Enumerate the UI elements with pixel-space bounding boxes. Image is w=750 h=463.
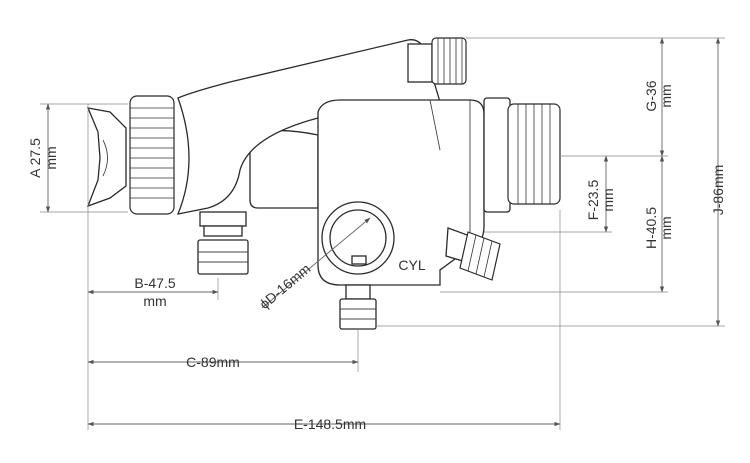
bore-inner [329, 209, 387, 267]
label-a: A 27.5 [27, 138, 43, 178]
air-cap-tip [102, 139, 108, 177]
block-edge-line [429, 99, 441, 151]
fluid-inlet-fitting [197, 211, 249, 275]
fluid-inlet-hex [197, 239, 249, 275]
top-knob-grip [431, 37, 467, 85]
label-b: B-47.5 [134, 275, 175, 291]
label-d: ϕD-16mm [256, 260, 313, 312]
retaining-ring [129, 95, 175, 215]
dimension-lines [45, 37, 721, 427]
fluid-inlet-collar [203, 225, 243, 237]
top-adjust-knob [407, 37, 467, 85]
top-knob-base [407, 43, 433, 83]
bore-key [351, 255, 367, 265]
rear-knob-hub [483, 97, 511, 213]
label-j: J-86mm [710, 165, 726, 216]
retaining-ring-knurl [130, 107, 174, 199]
extension-lines [40, 37, 725, 430]
label-b-unit: mm [143, 293, 166, 309]
label-c: C-89mm [186, 354, 240, 370]
bottom-fitting-neck [345, 284, 371, 300]
air-cap-horns [86, 107, 127, 208]
rear-adjust-knob [483, 97, 561, 213]
nozzle-assembly [86, 95, 175, 215]
label-cyl: CYL [398, 257, 425, 273]
label-f: F-23.5 [585, 180, 601, 221]
bottom-fitting [339, 284, 377, 330]
label-g-unit: mm [658, 84, 674, 107]
dim-d-leader [261, 217, 371, 309]
label-h: H-40.5 [643, 207, 659, 249]
dimension-labels: A 27.5 mm B-47.5 mm C-89mm ϕD-16mm E-148… [27, 80, 726, 432]
label-g: G-36 [643, 80, 659, 111]
cylinder-bore [321, 201, 395, 275]
fluid-inlet-nut [199, 211, 247, 227]
label-f-unit: mm [600, 188, 616, 211]
label-a-unit: mm [43, 146, 59, 169]
bottom-fitting-hex [339, 298, 377, 330]
label-h-unit: mm [658, 216, 674, 239]
body-upper [176, 39, 441, 215]
air-fitting-angled [445, 227, 501, 281]
label-e: E-148.5mm [294, 416, 366, 432]
